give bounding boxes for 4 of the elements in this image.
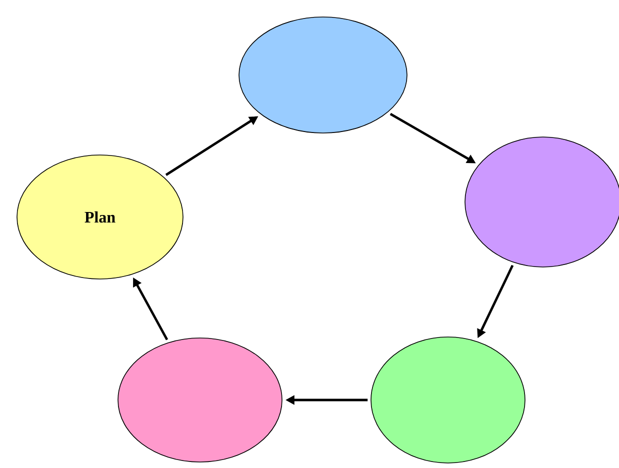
cycle-ellipse [464, 136, 619, 268]
cycle-ellipse [238, 16, 408, 134]
cycle-ellipse [118, 338, 282, 462]
cycle-ellipse [370, 336, 526, 464]
